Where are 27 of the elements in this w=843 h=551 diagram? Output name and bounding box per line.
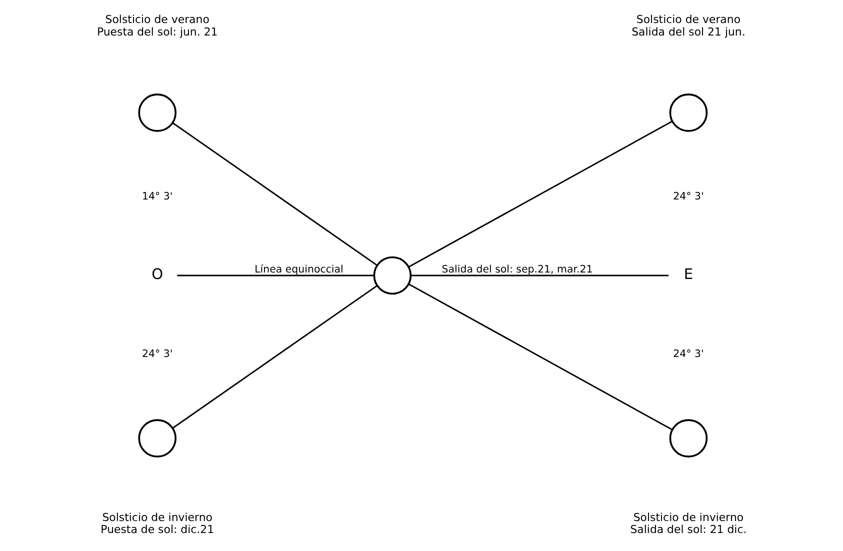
edge-label: Línea equinoccial [254,264,343,276]
node-label: Solsticio de invierno [632,510,744,524]
label: 24° 3' [672,191,704,202]
connector [408,283,672,430]
edge-label: Salida del sol: sep.21, mar.21 [441,264,592,276]
node-circle [372,256,412,295]
node-text: E [683,266,693,284]
node-label: Puesta de sol: dic.21 [100,523,214,536]
connector [410,274,668,276]
node-circle [668,94,708,132]
node-circle [138,94,176,132]
label: 14° 3' [142,191,172,202]
node-label: Solsticio de verano [104,12,209,26]
node-circle [668,419,708,458]
connector [408,120,672,268]
connector [172,122,378,266]
node-circle [138,419,176,458]
connector [172,285,378,429]
label: 24° 3' [142,349,172,360]
node-label: Puesta del sol: jun. 21 [96,25,218,38]
node-label: Salida del sol: 21 dic. [630,523,746,536]
node-label: Solsticio de verano [636,12,740,26]
node-label: Solsticio de invierno [102,510,212,524]
node-text: O [151,266,163,284]
connector [176,274,374,276]
node-label: Salida del sol 21 jun. [631,25,745,38]
label: 24° 3' [672,349,704,360]
